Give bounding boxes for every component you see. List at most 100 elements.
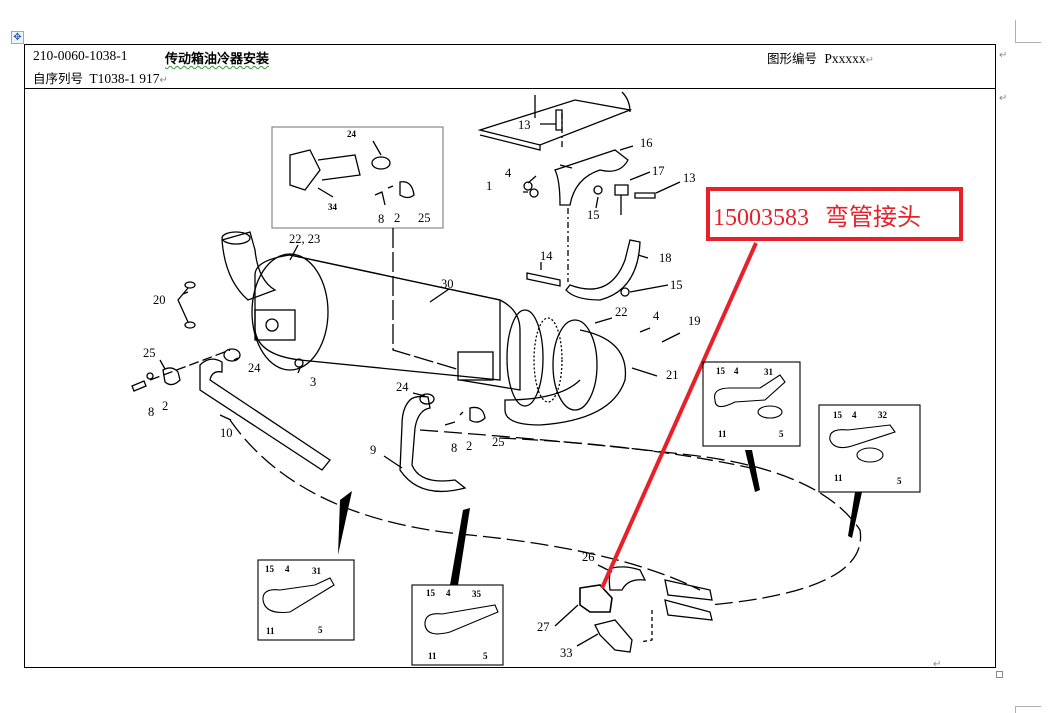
hose-10 [199,358,331,471]
part-label: 8 [378,212,384,226]
bracket-25 [162,367,181,386]
part-code: 210-0060-1038-1 [33,48,128,63]
clamp-inset-d [411,584,504,666]
part-label: 2 [162,399,168,413]
clamp-label: 11 [266,626,275,636]
part-label: 26 [582,550,595,564]
part-label: 4 [653,309,660,323]
callout-part-number: 15003583 [713,205,809,231]
part-label: 10 [220,426,233,440]
gauge-20 [177,287,189,323]
part-label: 8 [148,405,154,419]
table-move-handle-icon[interactable]: ✥ [11,31,24,44]
callout-leader-line [600,242,758,589]
page-corner-mark-top-right [1015,20,1041,43]
pilcrow-mark: ↵ [999,50,1008,61]
bolt-13 [555,109,563,131]
serial-value: T1038-1 917 [89,71,160,86]
clamp-label: 31 [312,566,322,576]
clamp-inset-b [818,404,921,493]
part-label: 13 [683,171,696,185]
part-label: 34 [328,202,338,212]
part-label: 18 [659,251,672,265]
clamp-pointer [745,450,760,492]
part-label: 22, 23 [289,232,320,246]
clamp-label: 4 [734,366,739,376]
part-label: 3 [310,375,316,389]
part-label: 17 [652,164,665,178]
pilcrow-mark: ↵ [999,93,1008,104]
serial-label: 自序列号 [33,71,84,86]
clamp-label: 5 [318,625,323,635]
part-callout-text: 15003583 弯管接头 [713,197,921,232]
part-label: 16 [640,136,653,150]
clamp-label: 4 [446,588,451,598]
clamp-label: 11 [834,473,843,483]
clamp-label: 5 [483,651,488,661]
clamp-inset-c [257,559,355,641]
part-label: 14 [540,249,553,263]
part-label: 2 [394,211,400,225]
drawing-number-label: 图形编号 [767,51,818,66]
part-label: 25 [143,346,156,360]
serial-number: 自序列号 T1038-1 917↵ [33,68,168,87]
part-label: 24 [396,380,409,394]
clamp-label: 15 [426,588,436,598]
part-label: 19 [688,314,701,328]
part-label: 4 [505,166,512,180]
part-label: 30 [441,277,454,291]
clamp-label: 15 [716,366,726,376]
part-label: 15 [587,208,600,222]
clamp-label: 4 [852,410,857,420]
fitting-33 [594,619,633,653]
part-label: 21 [666,368,679,382]
clamp-label: 15 [833,410,843,420]
elbow-fitting-26 [608,566,647,591]
clamp-label: 15 [265,564,275,574]
clamp-label: 11 [428,651,437,661]
strap-18 [565,239,641,301]
part-label: 33 [560,646,573,660]
part-label: 24 [248,361,261,375]
elbow-21 [504,329,627,426]
part-label: 25 [418,211,431,225]
part-label: 2 [466,439,472,453]
part-label: 15 [670,278,683,292]
bolt-14 [526,272,561,287]
inset-box-34 [271,126,444,229]
clamp-label: 11 [718,429,727,439]
bracket-16 [554,149,629,206]
part-label: 13 [518,118,531,132]
clamp-label: 5 [779,429,784,439]
bolt-17 [614,184,629,215]
document-table: 210-0060-1038-1 传动箱油冷器安装 图形编号 Pxxxxx↵ 自序… [24,44,996,668]
cooler-body-30 [254,254,501,381]
hose-line [499,437,761,471]
callout-part-name: 弯管接头 [825,205,921,231]
part-label: 24 [347,129,357,139]
part-callout-box: 15003583 弯管接头 [706,187,963,241]
hose-line [419,429,862,606]
clamp-pointer [450,508,470,585]
clamp-label: 4 [285,564,290,574]
table-header-row: 210-0060-1038-1 传动箱油冷器安装 图形编号 Pxxxxx↵ 自序… [25,45,995,89]
clamp-pointer [848,492,862,538]
clamp-label: 5 [897,476,902,486]
part-label: 1 [486,179,492,193]
part-label: 22 [615,305,628,319]
clamp-inset-a [702,361,801,447]
drawing-number: 图形编号 Pxxxxx↵ [767,48,874,67]
hose-9 [399,395,467,492]
part-label: 20 [153,293,166,307]
end-of-table-marker [996,671,1003,678]
clamp-pointer [338,491,352,555]
clamp-label: 35 [472,589,482,599]
part-label: 27 [537,620,550,634]
hose-line [229,419,701,591]
elbow-inlet [221,231,277,301]
pilcrow-mark: ↵ [933,659,942,670]
document-title: 传动箱油冷器安装 [165,52,270,67]
mount-plate [477,99,633,146]
elbow-fitting-27 [579,584,613,613]
